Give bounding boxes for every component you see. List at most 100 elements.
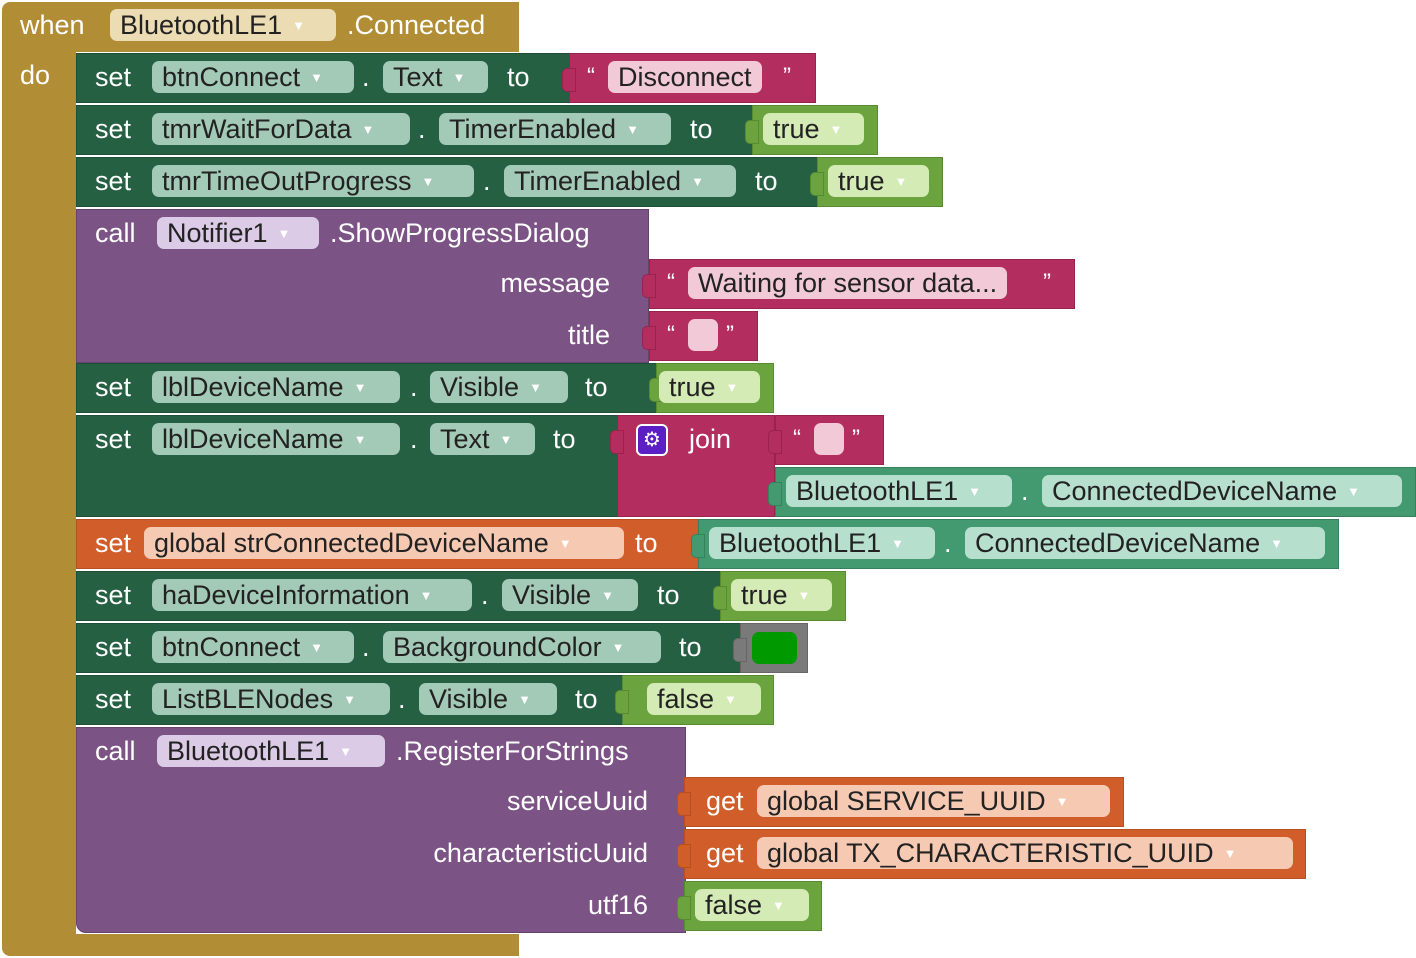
component-dropdown[interactable]: BluetoothLE1▼	[157, 735, 385, 767]
boolean-dropdown[interactable]: true▼	[659, 371, 760, 403]
set-keyword: set	[95, 166, 132, 196]
chevron-down-icon: ▼	[611, 640, 625, 655]
title-socket-label: title	[567, 320, 610, 350]
connector-tab	[677, 844, 691, 868]
title-value-field[interactable]	[688, 319, 718, 351]
dot-separator: .	[481, 580, 489, 610]
boolean-dropdown[interactable]: true▼	[763, 113, 864, 145]
property-dropdown[interactable]: TimerEnabled▼	[504, 165, 736, 197]
connector-tab	[810, 172, 824, 196]
property-dropdown[interactable]: Visible▼	[419, 683, 557, 715]
variable-dropdown[interactable]: global strConnectedDeviceName▼	[144, 527, 624, 559]
chevron-down-icon: ▼	[343, 692, 356, 707]
set-keyword: set	[95, 62, 132, 92]
chevron-down-icon: ▼	[292, 18, 306, 33]
chevron-down-icon: ▼	[691, 174, 704, 189]
component-dropdown[interactable]: haDeviceInformation▼	[152, 579, 472, 611]
component-dropdown[interactable]: Notifier1▼	[157, 217, 319, 249]
message-value-field[interactable]: Waiting for sensor data...	[688, 267, 1008, 299]
to-keyword: to	[507, 62, 530, 92]
boolean-dropdown[interactable]: false▼	[695, 889, 809, 921]
connector-tab	[745, 120, 759, 144]
to-keyword: to	[657, 580, 680, 610]
event-component-dropdown[interactable]: BluetoothLE1▼	[110, 9, 336, 41]
chevron-down-icon: ▼	[353, 432, 367, 447]
chevron-down-icon: ▼	[891, 536, 905, 551]
close-quote: ”	[783, 63, 791, 90]
text-value-field[interactable]: Disconnect	[608, 61, 762, 93]
chevron-down-icon: ▼	[361, 122, 375, 137]
dot-separator: .	[1021, 476, 1029, 506]
component-dropdown[interactable]: tmrTimeOutProgress▼	[152, 165, 474, 197]
connector-tab	[642, 274, 656, 298]
property-dropdown[interactable]: Text▼	[383, 61, 488, 93]
event-block-footer	[2, 934, 519, 956]
utf16-socket-label: utf16	[587, 890, 648, 920]
chevron-down-icon: ▼	[310, 640, 323, 655]
variable-dropdown[interactable]: global TX_CHARACTERISTIC_UUID▼	[757, 837, 1293, 869]
serviceUuid-socket-label: serviceUuid	[506, 786, 648, 816]
connector-tab	[677, 896, 691, 920]
chevron-down-icon: ▼	[1055, 794, 1069, 809]
chevron-down-icon: ▼	[529, 380, 542, 395]
connector-tab	[713, 586, 727, 610]
chevron-down-icon: ▼	[626, 122, 639, 137]
chevron-down-icon: ▼	[797, 588, 811, 603]
component-dropdown[interactable]: lblDeviceName▼	[152, 371, 400, 403]
property-dropdown[interactable]: ConnectedDeviceName▼	[965, 527, 1325, 559]
message-socket-label: message	[500, 268, 610, 298]
gear-icon[interactable]: ⚙	[636, 424, 668, 456]
variable-dropdown[interactable]: global SERVICE_UUID▼	[757, 785, 1110, 817]
chevron-down-icon: ▼	[1347, 484, 1361, 499]
open-quote: “	[793, 425, 801, 452]
connector-tab	[610, 430, 624, 454]
chevron-down-icon: ▼	[968, 484, 982, 499]
open-quote: “	[667, 321, 675, 348]
boolean-dropdown[interactable]: true▼	[731, 579, 832, 611]
boolean-dropdown[interactable]: true▼	[828, 165, 929, 197]
close-quote: ”	[1043, 269, 1051, 296]
component-dropdown[interactable]: lblDeviceName▼	[152, 423, 400, 455]
method-name: .ShowProgressDialog	[330, 218, 590, 248]
chevron-down-icon: ▼	[894, 174, 908, 189]
component-dropdown[interactable]: tmrWaitForData▼	[152, 113, 410, 145]
connector-tab	[768, 482, 782, 506]
property-dropdown[interactable]: Visible▼	[430, 371, 568, 403]
call-keyword: call	[95, 736, 136, 766]
when-keyword: when	[20, 10, 85, 40]
set-keyword: set	[95, 114, 132, 144]
connector-tab	[733, 638, 747, 662]
component-dropdown[interactable]: ListBLENodes▼	[152, 683, 390, 715]
join-keyword: join	[689, 424, 732, 454]
component-dropdown[interactable]: btnConnect▼	[152, 631, 354, 663]
chevron-down-icon: ▼	[1270, 536, 1284, 551]
open-quote: “	[667, 269, 675, 296]
property-dropdown[interactable]: Visible▼	[502, 579, 638, 611]
to-keyword: to	[635, 528, 658, 558]
join-string-field[interactable]	[814, 423, 844, 455]
get-keyword: get	[706, 786, 744, 816]
close-quote: ”	[726, 321, 734, 348]
chevron-down-icon: ▼	[277, 226, 291, 241]
chevron-down-icon: ▼	[339, 744, 353, 759]
property-dropdown[interactable]: ConnectedDeviceName▼	[1042, 475, 1402, 507]
color-swatch[interactable]	[752, 632, 797, 664]
to-keyword: to	[585, 372, 608, 402]
chevron-down-icon: ▼	[772, 898, 785, 913]
component-dropdown[interactable]: btnConnect▼	[152, 61, 354, 93]
set-keyword: set	[95, 632, 132, 662]
chevron-down-icon: ▼	[452, 70, 466, 85]
chevron-down-icon: ▼	[829, 122, 843, 137]
do-keyword: do	[20, 60, 51, 90]
boolean-dropdown[interactable]: false▼	[647, 683, 761, 715]
call-keyword: call	[95, 218, 136, 248]
component-dropdown[interactable]: BluetoothLE1▼	[709, 527, 935, 559]
property-dropdown[interactable]: TimerEnabled▼	[439, 113, 671, 145]
property-dropdown[interactable]: Text▼	[430, 423, 535, 455]
chevron-down-icon: ▼	[421, 174, 435, 189]
property-dropdown[interactable]: BackgroundColor▼	[383, 631, 661, 663]
chevron-down-icon: ▼	[499, 432, 513, 447]
chevron-down-icon: ▼	[724, 692, 737, 707]
connector-tab	[768, 430, 782, 454]
component-dropdown[interactable]: BluetoothLE1▼	[786, 475, 1012, 507]
